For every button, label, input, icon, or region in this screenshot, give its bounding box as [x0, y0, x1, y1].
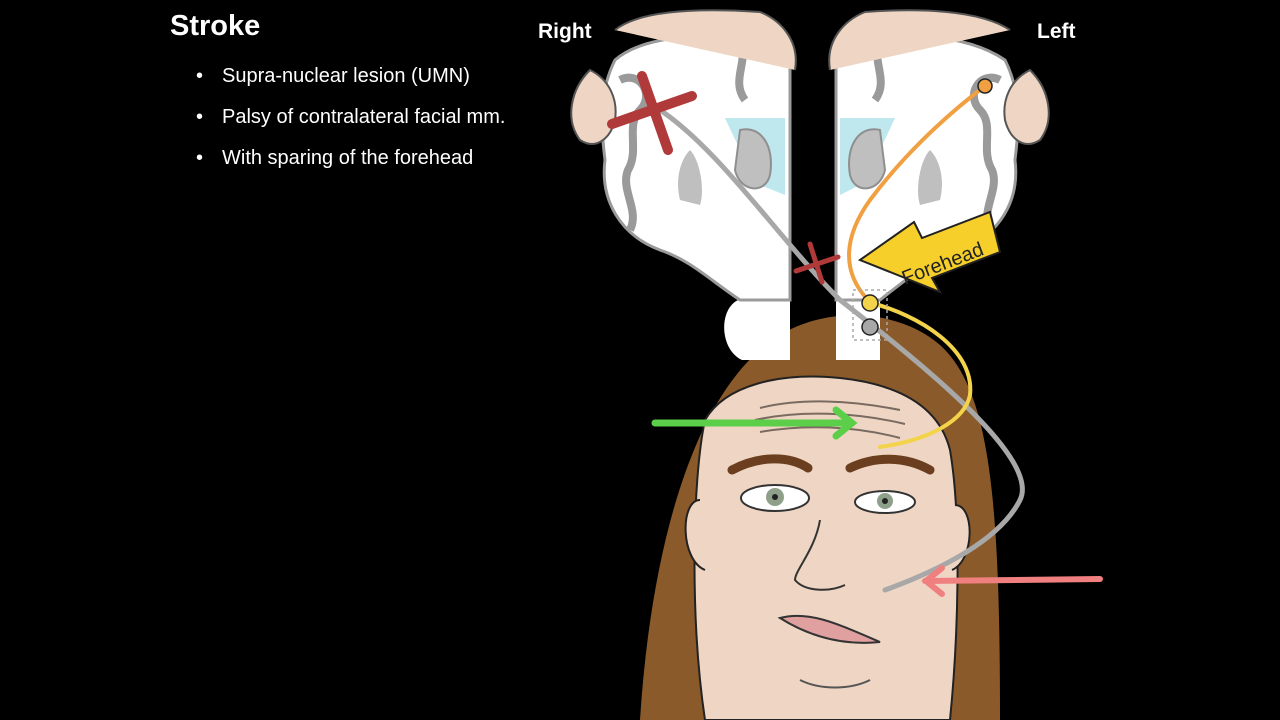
- brainstem: [724, 300, 790, 360]
- right-eye: [741, 485, 809, 511]
- lower-face-nucleus: [862, 319, 878, 335]
- forehead-nucleus: [862, 295, 878, 311]
- left-side-label: Left: [1037, 20, 1076, 44]
- right-side-label: Right: [538, 20, 592, 44]
- right-hemisphere: [602, 10, 796, 300]
- cortex-origin-dot: [978, 79, 992, 93]
- left-eye: [855, 491, 915, 513]
